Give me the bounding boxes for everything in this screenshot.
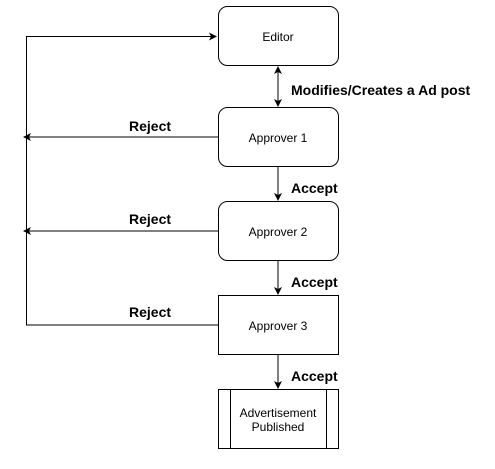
published-label-line2: Published xyxy=(252,420,305,434)
approver3-reject-loop-arrow xyxy=(26,32,218,326)
approver2-label: Approver 2 xyxy=(249,225,308,239)
modifies-creates-label: Modifies/Creates a Ad post xyxy=(291,82,471,98)
approver1-node: Approver 1 xyxy=(218,107,339,167)
approver3-label: Approver 3 xyxy=(249,319,308,333)
approver1-reject-label: Reject xyxy=(129,118,171,134)
approver3-accept-label: Accept xyxy=(291,368,338,384)
approver2-accept-label: Accept xyxy=(291,274,338,290)
published-label-line1: Advertisement xyxy=(240,406,317,420)
editor-node: Editor xyxy=(218,6,339,66)
approver3-node: Approver 3 xyxy=(218,295,339,355)
approver2-reject-label: Reject xyxy=(129,211,171,227)
approver1-label: Approver 1 xyxy=(249,131,308,145)
published-node: Advertisement Published xyxy=(218,389,339,449)
editor-label: Editor xyxy=(262,30,293,44)
approver2-node: Approver 2 xyxy=(218,201,339,261)
approver3-reject-label: Reject xyxy=(129,304,171,320)
approver1-accept-label: Accept xyxy=(291,180,338,196)
